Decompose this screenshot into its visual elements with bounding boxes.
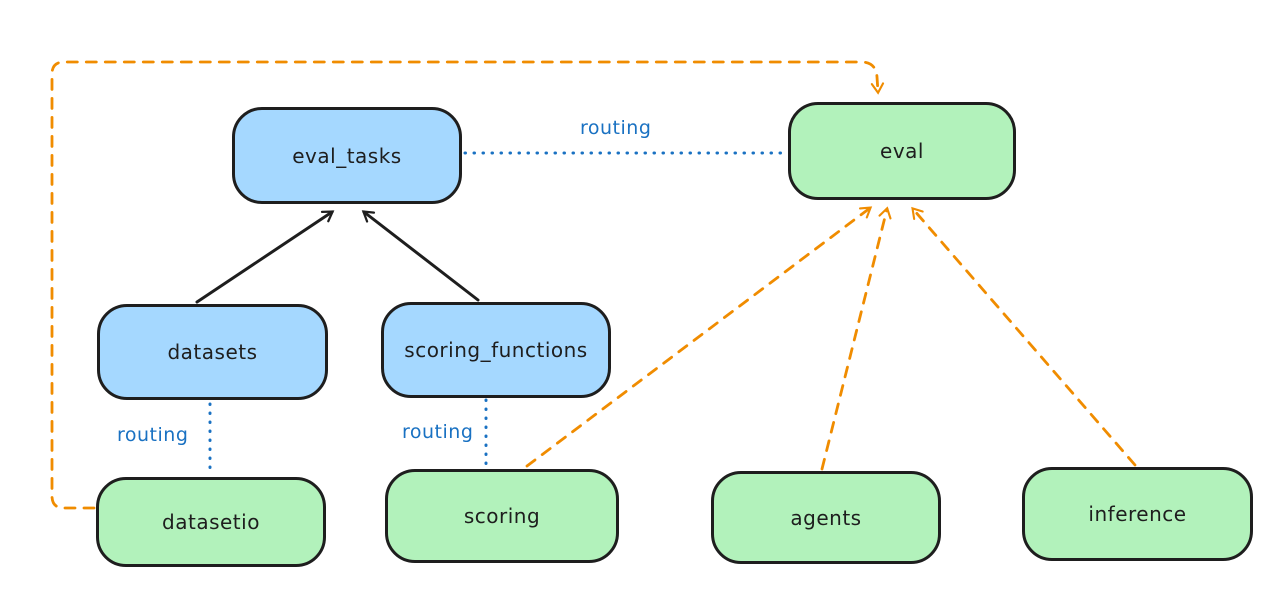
node-eval-tasks: eval_tasks	[232, 107, 462, 204]
edge-scoring-functions-to-eval-tasks	[361, 210, 480, 302]
node-eval-tasks-label: eval_tasks	[292, 143, 402, 168]
routing-label-datasets-datasetio: routing	[117, 424, 189, 446]
node-scoring: scoring	[385, 469, 619, 563]
node-datasetio: datasetio	[96, 477, 326, 567]
node-datasets-label: datasets	[167, 340, 258, 364]
node-eval-label: eval	[880, 139, 924, 163]
node-eval: eval	[788, 102, 1016, 200]
node-agents: agents	[711, 471, 941, 564]
edge-agents-to-eval	[820, 206, 892, 471]
node-agents-label: agents	[790, 505, 862, 530]
edge-datasets-to-eval-tasks	[195, 210, 335, 304]
node-datasets: datasets	[97, 304, 328, 400]
node-inference: inference	[1022, 467, 1253, 561]
routing-label-scoring-functions-scoring: routing	[402, 421, 474, 443]
node-scoring-functions: scoring_functions	[381, 302, 611, 398]
node-datasetio-label: datasetio	[162, 510, 260, 534]
node-scoring-functions-label: scoring_functions	[404, 338, 588, 362]
edge-inference-to-eval	[911, 206, 1137, 467]
routing-label-eval-tasks-eval: routing	[580, 117, 652, 139]
node-scoring-label: scoring	[463, 504, 541, 528]
node-inference-label: inference	[1088, 502, 1187, 526]
